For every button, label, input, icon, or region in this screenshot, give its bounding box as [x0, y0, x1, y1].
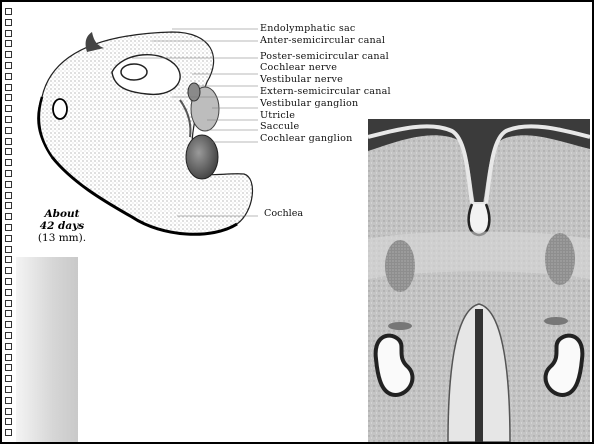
- histology-section-image: [368, 119, 590, 442]
- binding-ring: [5, 235, 12, 242]
- binding-ring: [5, 224, 12, 231]
- age-caption: About 42 days (13 mm).: [32, 208, 92, 244]
- binding-ring: [5, 170, 12, 177]
- binding-ring: [5, 40, 12, 47]
- binding-ring: [5, 138, 12, 145]
- binding-ring: [5, 62, 12, 69]
- binding-ring: [5, 386, 12, 393]
- notebook-binding: [2, 2, 14, 442]
- binding-ring: [5, 127, 12, 134]
- anatomy-label: Vestibular ganglion: [260, 98, 391, 110]
- binding-ring: [5, 375, 12, 382]
- anatomy-label: Endolymphatic sac: [260, 23, 391, 35]
- binding-ring: [5, 429, 12, 436]
- anatomy-label: Anter-semicircular canal: [260, 35, 391, 47]
- binding-ring: [5, 310, 12, 317]
- binding-ring: [5, 192, 12, 199]
- binding-ring: [5, 354, 12, 361]
- binding-ring: [5, 148, 12, 155]
- age-caption-line1: About: [32, 208, 92, 220]
- age-caption-line3: (13 mm).: [32, 232, 92, 244]
- binding-ring: [5, 278, 12, 285]
- anatomy-label: Cochlear nerve: [260, 62, 391, 74]
- binding-ring: [5, 256, 12, 263]
- binding-ring: [5, 159, 12, 166]
- binding-ring: [5, 105, 12, 112]
- anatomy-label: Extern-semicircular canal: [260, 86, 391, 98]
- binding-ring: [5, 51, 12, 58]
- binding-ring: [5, 246, 12, 253]
- binding-ring: [5, 73, 12, 80]
- binding-ring: [5, 397, 12, 404]
- binding-ring: [5, 30, 12, 37]
- binding-ring: [5, 213, 12, 220]
- binding-ring: [5, 300, 12, 307]
- binding-ring: [5, 364, 12, 371]
- binding-ring: [5, 321, 12, 328]
- binding-ring: [5, 84, 12, 91]
- binding-ring: [5, 181, 12, 188]
- binding-ring: [5, 289, 12, 296]
- binding-ring: [5, 94, 12, 101]
- binding-ring: [5, 19, 12, 26]
- binding-ring: [5, 116, 12, 123]
- binding-ring: [5, 332, 12, 339]
- age-caption-line2: 42 days: [32, 220, 92, 232]
- binding-ring: [5, 408, 12, 415]
- binding-ring: [5, 343, 12, 350]
- binding-ring: [5, 418, 12, 425]
- cochlea-label: Cochlea: [264, 208, 303, 219]
- binding-ring: [5, 8, 12, 15]
- binding-ring: [5, 267, 12, 274]
- decorative-gradient-bar: [16, 257, 78, 442]
- binding-ring: [5, 202, 12, 209]
- anatomy-label: Vestibular nerve: [260, 74, 391, 86]
- anatomy-label: Poster-semicircular canal: [260, 51, 391, 63]
